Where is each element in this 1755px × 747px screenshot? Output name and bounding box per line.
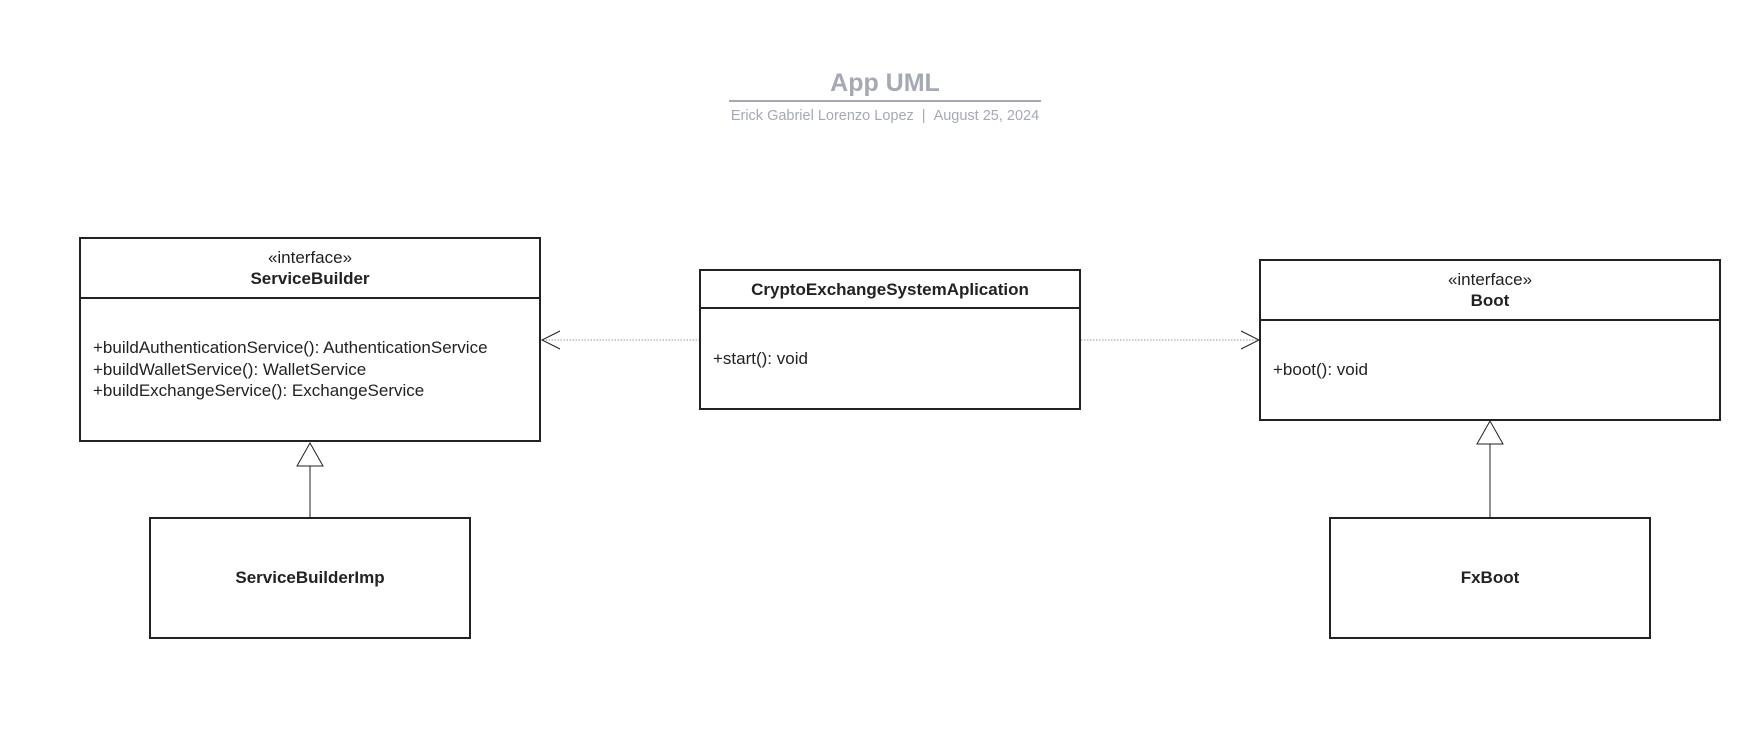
class-header: «interface» ServiceBuilder bbox=[81, 239, 539, 299]
realization-service-builder-imp[interactable] bbox=[296, 441, 324, 517]
class-name: FxBoot bbox=[1460, 568, 1520, 587]
class-name: ServiceBuilderImp bbox=[235, 568, 385, 587]
class-header: «interface» Boot bbox=[1261, 261, 1719, 321]
class-name: CryptoExchangeSystemAplication bbox=[751, 279, 1029, 299]
realization-fx-boot[interactable] bbox=[1476, 419, 1504, 517]
title-underline bbox=[729, 100, 1041, 102]
class-service-builder[interactable]: «interface» ServiceBuilder +buildAuthent… bbox=[79, 237, 541, 442]
diagram-meta: Erick Gabriel Lorenzo Lopez | August 25, 2… bbox=[720, 108, 1050, 124]
operation: +buildWalletService(): WalletService bbox=[93, 359, 367, 379]
operations-compartment: +buildAuthenticationService(): Authentic… bbox=[81, 299, 539, 440]
meta-separator: | bbox=[921, 108, 926, 124]
operation: +boot(): void bbox=[1273, 360, 1368, 380]
operations-compartment: +boot(): void bbox=[1261, 321, 1719, 419]
stereotype-label: «interface» bbox=[267, 248, 353, 267]
dependency-to-service-builder[interactable] bbox=[540, 330, 700, 350]
hollow-triangle-arrowhead bbox=[1476, 419, 1504, 445]
title-block: App UML Erick Gabriel Lorenzo Lopez | Augu… bbox=[720, 68, 1050, 124]
operation: +buildExchangeService(): ExchangeService bbox=[93, 381, 425, 401]
class-name: Boot bbox=[1470, 291, 1510, 310]
dependency-to-boot[interactable] bbox=[1081, 330, 1261, 350]
open-arrowhead bbox=[540, 330, 561, 350]
class-service-builder-imp[interactable]: ServiceBuilderImp bbox=[149, 517, 471, 639]
class-crypto-exchange-app[interactable]: CryptoExchangeSystemAplication +start():… bbox=[699, 269, 1081, 410]
class-boot[interactable]: «interface» Boot +boot(): void bbox=[1259, 259, 1721, 421]
class-header: CryptoExchangeSystemAplication bbox=[701, 271, 1079, 309]
class-name: ServiceBuilder bbox=[250, 269, 370, 288]
author-name: Erick Gabriel Lorenzo Lopez bbox=[730, 108, 914, 124]
operation: +start(): void bbox=[713, 348, 808, 368]
operations-compartment: +start(): void bbox=[701, 309, 1079, 408]
diagram-title: App UML bbox=[830, 69, 940, 97]
operation: +buildAuthenticationService(): Authentic… bbox=[93, 338, 488, 358]
stereotype-label: «interface» bbox=[1447, 270, 1533, 289]
class-fx-boot[interactable]: FxBoot bbox=[1329, 517, 1651, 639]
hollow-triangle-arrowhead bbox=[296, 441, 324, 467]
diagram-date: August 25, 2024 bbox=[933, 108, 1040, 124]
